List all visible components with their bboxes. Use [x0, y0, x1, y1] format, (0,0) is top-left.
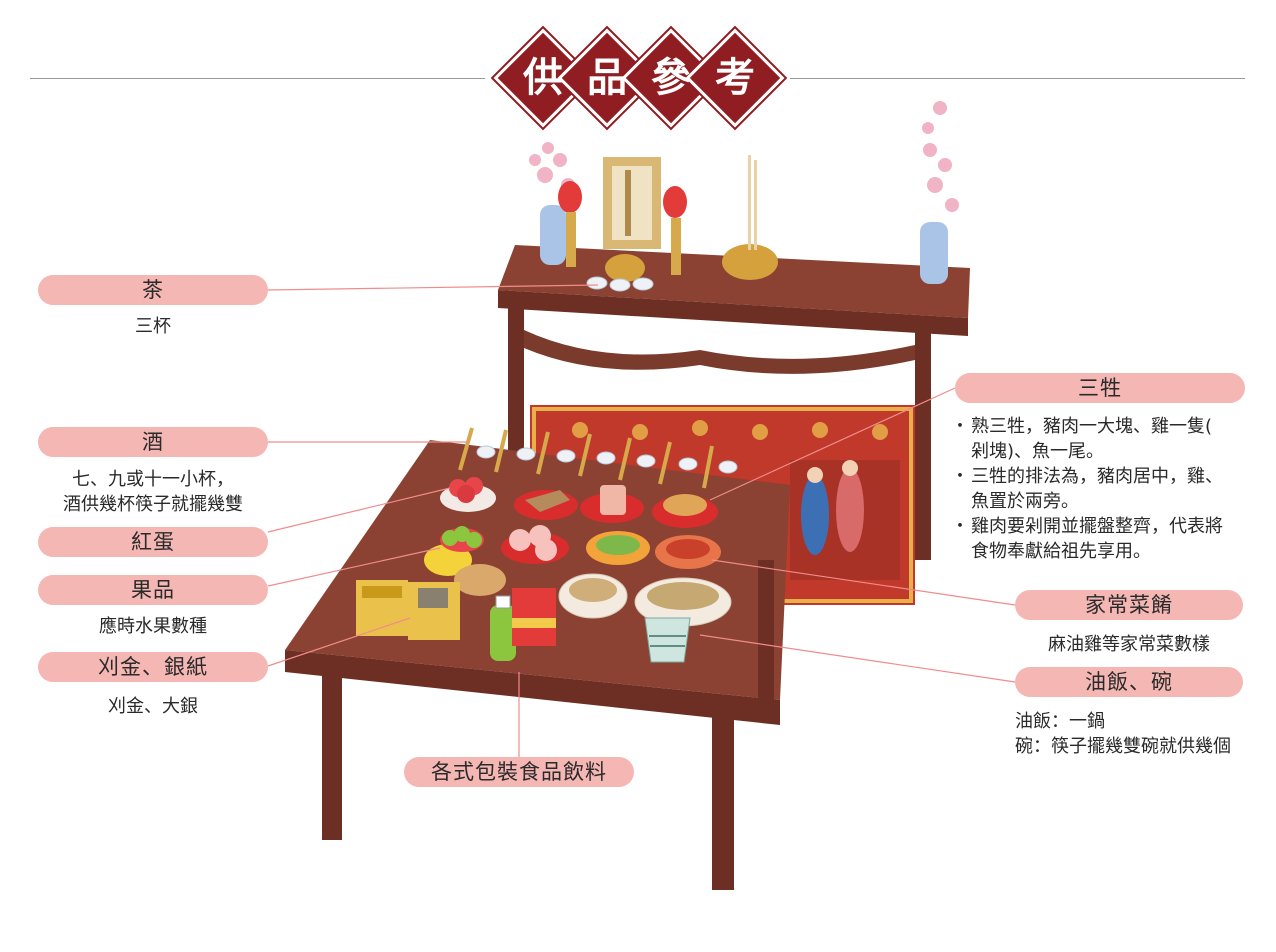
front-table-offerings — [356, 427, 738, 663]
header-rule-right — [790, 78, 1245, 79]
label-packaged: 各式包裝食品飲料 — [404, 757, 634, 787]
label-fruit-desc: 應時水果數種 — [99, 616, 207, 637]
bullet-line: 三牲的排法為，豬肉居中，雞、 — [971, 466, 1223, 487]
label-sansheng-desc: 熟三牲，豬肉一大塊、雞一隻( 剁塊)、魚一尾。 三牲的排法為，豬肉居中，雞、 魚… — [951, 414, 1255, 564]
back-altar-table — [498, 245, 970, 605]
label-tea-desc: 三杯 — [135, 316, 171, 337]
label-tea: 茶 — [38, 275, 268, 305]
leader-lines — [267, 284, 1016, 758]
label-sansheng: 三牲 — [955, 373, 1245, 403]
sansheng-bullet: 三牲的排法為，豬肉居中，雞、 魚置於兩旁。 — [951, 464, 1255, 514]
title-char: 供 — [523, 54, 563, 101]
sansheng-bullet: 熟三牲，豬肉一大塊、雞一隻( 剁塊)、魚一尾。 — [951, 414, 1255, 464]
bullet-line: 食物奉獻給祖先享用。 — [971, 541, 1151, 562]
label-rice: 油飯、碗 — [1015, 667, 1243, 697]
title-char: 考 — [715, 54, 755, 101]
label-wine-desc-line: 酒供幾杯筷子就擺幾雙 — [63, 494, 243, 515]
page-title: 供 品 參 考 — [495, 26, 781, 130]
label-wine-desc: 七、九或十一小杯， 酒供幾杯筷子就擺幾雙 — [20, 467, 286, 517]
bullet-line: 魚置於兩旁。 — [971, 491, 1079, 512]
title-char: 品 — [587, 54, 627, 101]
label-wine-desc-line: 七、九或十一小杯， — [72, 469, 234, 490]
label-rice-desc: 油飯：一鍋 碗：筷子擺幾雙碗就供幾個 — [1015, 709, 1265, 759]
label-paper-desc: 刈金、大銀 — [108, 696, 198, 717]
bullet-line: 熟三牲，豬肉一大塊、雞一隻( — [971, 416, 1213, 437]
label-paper: 刈金、銀紙 — [38, 652, 268, 682]
label-rice-desc-line: 油飯：一鍋 — [1015, 711, 1105, 732]
label-dishes: 家常菜餚 — [1015, 590, 1243, 620]
bullet-line: 雞肉要剁開並擺盤整齊，代表將 — [971, 516, 1223, 537]
label-fruit: 果品 — [38, 575, 268, 605]
title-char: 參 — [651, 54, 691, 101]
bullet-line: 剁塊)、魚一尾。 — [971, 441, 1105, 462]
back-table-offerings — [529, 101, 959, 292]
label-red-egg: 紅蛋 — [38, 527, 268, 557]
label-dishes-desc: 麻油雞等家常菜數樣 — [1048, 634, 1210, 655]
sansheng-bullet: 雞肉要剁開並擺盤整齊，代表將 食物奉獻給祖先享用。 — [951, 514, 1255, 564]
label-rice-desc-line: 碗：筷子擺幾雙碗就供幾個 — [1015, 736, 1231, 757]
label-wine: 酒 — [38, 427, 268, 457]
header-rule-left — [30, 78, 485, 79]
